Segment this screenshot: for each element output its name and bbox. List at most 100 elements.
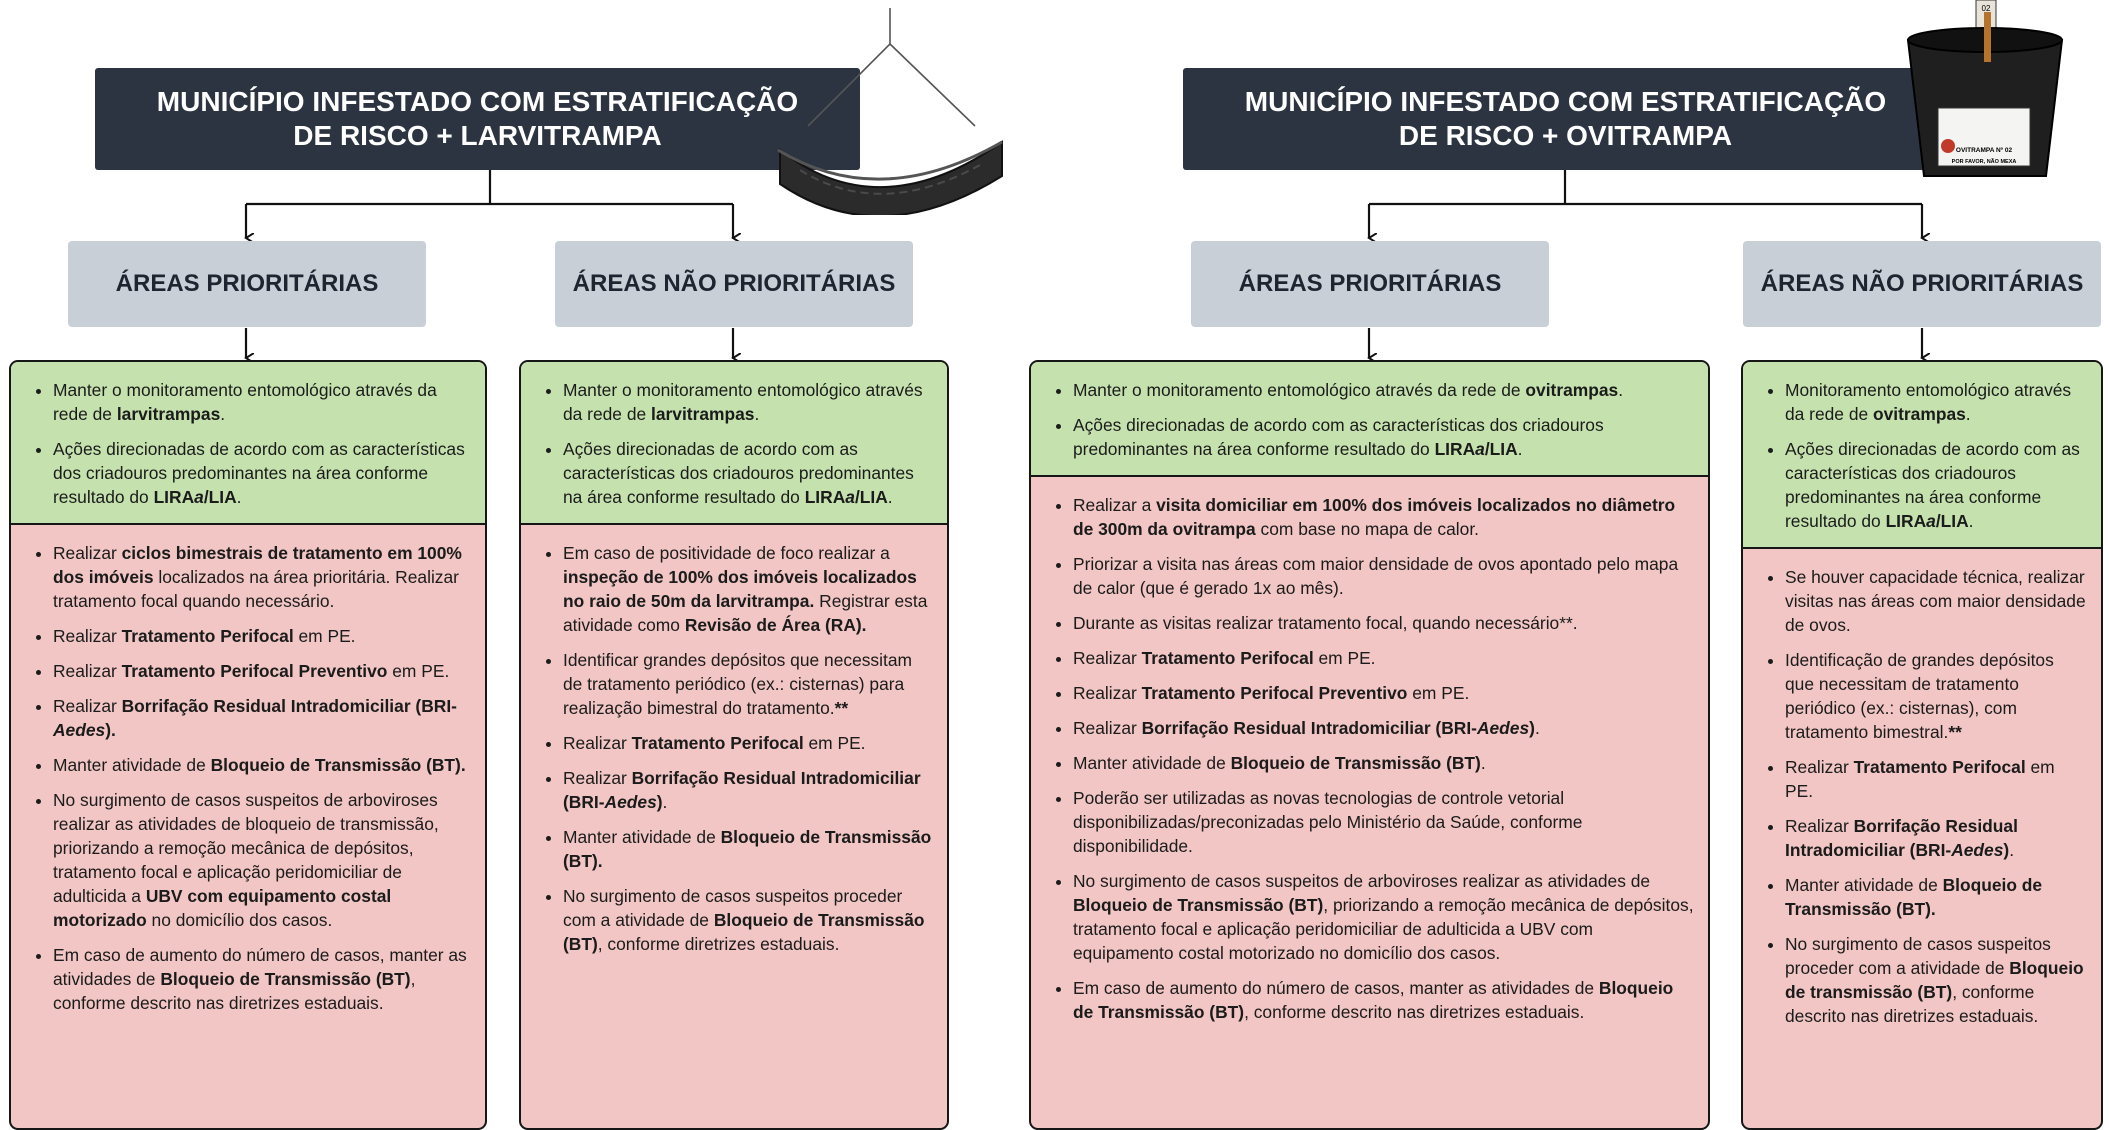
list-item-text: . (1618, 380, 1624, 400)
list-item-text: Ações direcionadas de acordo com as cara… (1073, 415, 1604, 459)
list-item-text: Bloqueio de Transmissão (BT) (1073, 978, 1674, 1022)
list-item-text: ** (1948, 722, 1962, 742)
ovitrampa-illustration: 02 OVITRAMPA Nº 02 POR FAVOR, NÃO MEXA (1906, 0, 2064, 177)
list-item-text: Realizar (53, 661, 122, 681)
list-item-text: . (1968, 511, 1974, 531)
list-item-text: . (1965, 404, 1971, 424)
list-item: Realizar a visita domiciliar em 100% dos… (1073, 493, 1694, 541)
red-list: Se houver capacidade técnica, realizar v… (1743, 549, 2101, 1042)
list-item-text: . (236, 487, 242, 507)
list-item: No surgimento de casos suspeitos de arbo… (53, 788, 471, 932)
green-section: Manter o monitoramento entomológico atra… (521, 362, 947, 525)
list-item-text: . (1534, 718, 1540, 738)
list-item-text: Realizar (53, 626, 122, 646)
list-item: No surgimento de casos suspeitos procede… (1785, 932, 2087, 1028)
list-item-text: No surgimento de casos suspeitos procede… (1785, 934, 2051, 978)
list-item-text: . (887, 487, 893, 507)
list-item-text: Manter atividade de (1785, 875, 1943, 895)
list-item-text: Em caso de aumento do número de casos, m… (1073, 978, 1599, 998)
list-item-text: Manter o monitoramento entomológico atra… (563, 380, 923, 424)
area-header-left-nao-prioritarias: ÁREAS NÃO PRIORITÁRIAS (555, 241, 913, 327)
list-item-text: Borrifação Residual Intradomiciliar (BRI… (121, 696, 457, 716)
list-item-text: Tratamento Perifocal (631, 733, 804, 753)
list-item-text: a (194, 487, 204, 507)
list-item-text: , priorizando a remoção mecânica de depó… (1073, 895, 1694, 963)
red-section: Em caso de positividade de foco realizar… (521, 525, 947, 970)
list-item-text: a (1475, 439, 1485, 459)
green-section: Manter o monitoramento entomológico atra… (1031, 362, 1708, 477)
list-item-text: localizados na área prioritária. Realiza… (53, 567, 459, 611)
list-item-text: /LIA (1935, 511, 1969, 531)
list-item-text: . (1480, 753, 1486, 773)
list-item: Em caso de aumento do número de casos, m… (1073, 976, 1694, 1024)
list-item-text: Bloqueio de Transmissão (BT) (563, 910, 925, 954)
list-item: Realizar Tratamento Perifocal em PE. (53, 624, 471, 648)
list-item: Manter atividade de Bloqueio de Transmis… (563, 825, 933, 873)
list-item: Manter o monitoramento entomológico atra… (1073, 378, 1694, 402)
ovitrampa-warning: POR FAVOR, NÃO MEXA (1952, 158, 2017, 165)
list-item-text: ) (656, 792, 663, 812)
list-item: Monitoramento entomológico através da re… (1785, 378, 2087, 426)
connector-right-title (1369, 170, 1922, 206)
list-item-text: LIRA (153, 487, 195, 507)
list-item-text: Borrifação Residual Intradomiciliar (BRI… (563, 768, 921, 812)
list-item-text: , conforme diretrizes estaduais. (597, 934, 840, 954)
green-section: Monitoramento entomológico através da re… (1743, 362, 2101, 549)
list-item-text: ). (105, 720, 116, 740)
list-item: Realizar Borrifação Residual Intradomici… (563, 766, 933, 814)
list-item: Realizar Borrifação Residual Intradomici… (53, 694, 471, 742)
connector-left-title (246, 170, 733, 206)
list-item-text: Bloqueio de Transmissão (BT). (563, 827, 932, 871)
list-item-text: Manter atividade de (1073, 753, 1231, 773)
list-item: Em caso de aumento do número de casos, m… (53, 943, 471, 1015)
list-item-text: LIRA (1434, 439, 1476, 459)
list-item-text: larvitrampas (116, 404, 221, 424)
list-item: Durante as visitas realizar tratamento f… (1073, 611, 1694, 635)
list-item-text: Bloqueio de Transmissão (BT). (210, 755, 466, 775)
red-section: Realizar a visita domiciliar em 100% dos… (1031, 477, 1708, 1038)
list-item-text: Tratamento Perifocal (121, 626, 294, 646)
list-item-text: ciclos bimestrais de tratamento em 100% … (53, 543, 462, 587)
list-item: Realizar Tratamento Perifocal em PE. (1073, 646, 1694, 670)
list-item: Realizar Tratamento Perifocal Preventivo… (1073, 681, 1694, 705)
list-item-text: Realizar (1073, 683, 1142, 703)
list-item-text: em PE. (1785, 757, 2055, 801)
list-item-text: visita domiciliar em 100% dos imóveis lo… (1073, 495, 1676, 539)
list-item-text: Manter atividade de (53, 755, 211, 775)
list-item-text: Ações direcionadas de acordo com as cara… (563, 439, 914, 507)
list-item-text: em PE. (293, 626, 356, 646)
title-ovitrampa: MUNICÍPIO INFESTADO COM ESTRATIFICAÇÃO D… (1183, 68, 1948, 170)
list-item: Poderão ser utilizadas as novas tecnolog… (1073, 786, 1694, 858)
green-list: Manter o monitoramento entomológico atra… (11, 362, 485, 523)
list-item-text: Realizar a (1073, 495, 1157, 515)
list-item-text: Ações direcionadas de acordo com as cara… (53, 439, 465, 507)
list-item-text: UBV com equipamento costal motorizado (53, 886, 392, 930)
list-item-text: Bloqueio de transmissão (BT) (1785, 958, 2084, 1002)
title-line2: DE RISCO + LARVITRAMPA (293, 120, 662, 151)
list-item: No surgimento de casos suspeitos de arbo… (1073, 869, 1694, 965)
list-item-text: Identificação de grandes depósitos que n… (1785, 650, 2054, 742)
list-item-text: Realizar (53, 696, 122, 716)
list-item-text: a (1926, 511, 1936, 531)
list-item: Manter atividade de Bloqueio de Transmis… (1785, 873, 2087, 921)
title-line1: MUNICÍPIO INFESTADO COM ESTRATIFICAÇÃO (156, 86, 799, 117)
box-left-prioritarias: Manter o monitoramento entomológico atra… (9, 360, 487, 1130)
list-item-text: No surgimento de casos suspeitos de arbo… (53, 790, 439, 906)
box-right-prioritarias: Manter o monitoramento entomológico atra… (1029, 360, 1710, 1130)
list-item-text: Em caso de aumento do número de casos, m… (53, 945, 467, 989)
list-item-text: Realizar (53, 543, 122, 563)
ovitrampa-number: 02 (1982, 4, 1991, 13)
list-item-text: Realizar (563, 768, 632, 788)
list-item-text: /LIA (854, 487, 888, 507)
list-item-text: Manter o monitoramento entomológico atra… (1073, 380, 1526, 400)
list-item-text: Aedes (1951, 840, 2004, 860)
list-item-text: com base no mapa de calor. (1255, 519, 1479, 539)
list-item: Realizar Borrifação Residual Intradomici… (1785, 814, 2087, 862)
list-item-text: Manter atividade de (563, 827, 721, 847)
green-list: Manter o monitoramento entomológico atra… (521, 362, 947, 523)
list-item-text: Monitoramento entomológico através da re… (1785, 380, 2072, 424)
list-item-text: Realizar (563, 733, 632, 753)
list-item: Ações direcionadas de acordo com as cara… (53, 437, 471, 509)
larvitrampa-illustration (777, 8, 1003, 215)
